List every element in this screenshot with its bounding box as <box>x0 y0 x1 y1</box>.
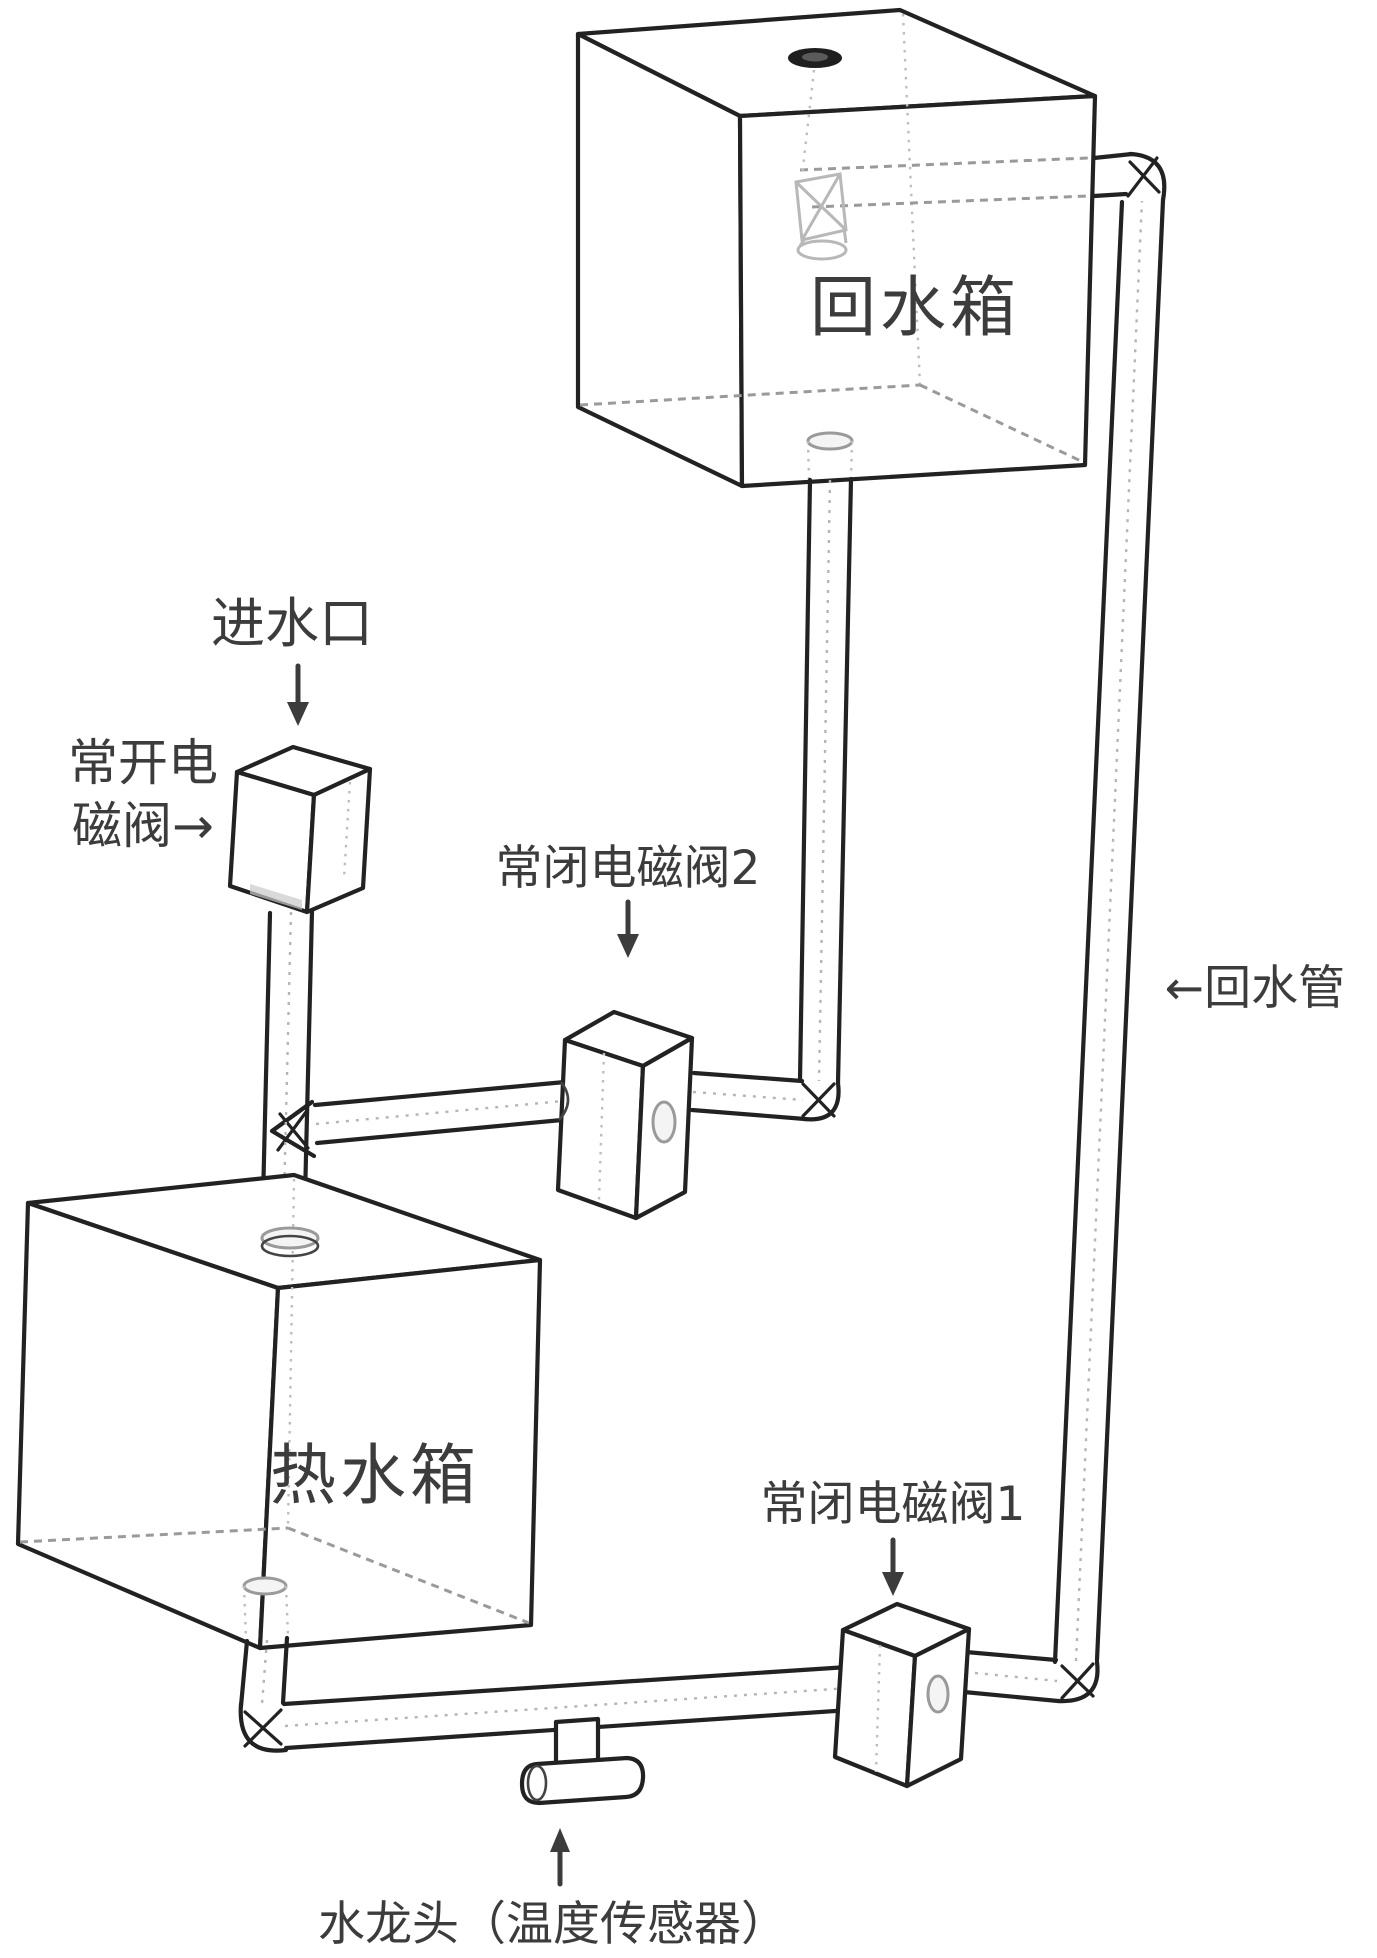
return-tank-waterline-2 <box>811 194 1089 209</box>
valve2-port <box>651 1100 677 1144</box>
valve-normally-closed-2 <box>555 1009 695 1221</box>
return-pipe-label: ←回水管 <box>1165 961 1345 1016</box>
return-tank-hidden-bottom-right <box>919 383 1084 464</box>
return-tank-label: 回水箱 <box>810 269 1020 346</box>
elbow-bottom-left <box>238 1701 289 1753</box>
float-valve-sketch <box>794 172 848 261</box>
valve2-pipe-cap <box>558 1081 570 1121</box>
return-pipe <box>1052 197 1166 1665</box>
hot-tank-outlet-stub <box>242 1576 288 1596</box>
tank-top-hole-inner <box>802 52 828 62</box>
hot-tank-down-pipe <box>238 1635 290 1709</box>
recirc-horizontal-pipe <box>312 1070 808 1146</box>
faucet-up-arrow <box>550 1828 570 1887</box>
elbow-mid-right <box>801 1080 841 1122</box>
nc-valve-1-arrow <box>882 1537 904 1596</box>
hot-tank-front-face <box>257 1257 543 1651</box>
return-tank-hidden-bottom-left <box>579 383 921 407</box>
hot-tank: 热水箱 <box>15 1172 543 1651</box>
faucet-label: 水龙头（温度传感器） <box>318 1897 788 1952</box>
hot-tank-inlet-collar <box>260 1226 320 1250</box>
nc-valve-2-arrow <box>617 899 639 958</box>
faucet-spout-opening <box>526 1764 548 1802</box>
inlet-tee-junction <box>269 1099 317 1159</box>
hot-tank-hidden-bottom-right <box>287 1526 530 1625</box>
valve-normally-open <box>227 744 373 915</box>
hot-tank-hidden-bottom-left <box>19 1526 289 1544</box>
elbow-bottom-right <box>1055 1659 1100 1704</box>
return-tank: 回水箱 <box>575 7 1098 489</box>
return-tank-waterline-1 <box>799 156 1089 172</box>
nc-valve-2-label: 常闭电磁阀2 <box>496 841 761 896</box>
faucet-spout <box>519 1755 646 1806</box>
hot-tank-label: 热水箱 <box>270 1437 480 1514</box>
no-valve-label-line2: 磁阀→ <box>72 797 214 855</box>
return-tank-outlet-stub <box>806 431 854 451</box>
hot-tank-inlet-collar-rim <box>260 1234 320 1258</box>
return-pipe-top-stub <box>1091 151 1167 203</box>
no-valve-label-line1: 常开电 <box>68 734 218 792</box>
return-tank-down-pipe <box>797 476 854 1086</box>
nc-valve-1-label: 常闭电磁阀1 <box>761 1477 1026 1532</box>
valve-normally-closed-1 <box>832 1601 972 1789</box>
return-tank-outlet-stub-sides <box>806 440 854 481</box>
faucet-tee <box>519 1716 646 1806</box>
water-inlet-label: 进水口 <box>211 592 373 655</box>
valve1-port <box>926 1674 950 1714</box>
inlet-down-arrow <box>287 663 309 726</box>
